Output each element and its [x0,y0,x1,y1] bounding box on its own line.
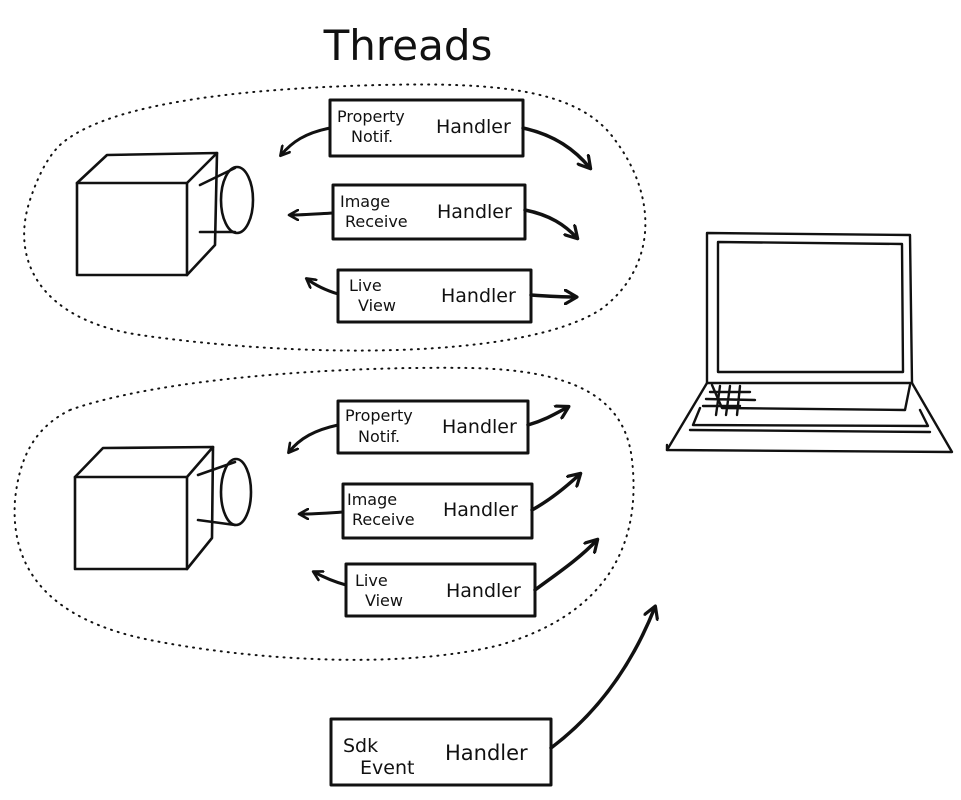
sdk-arrow-to-laptop [549,607,655,750]
handler-prefix-line1: Image [347,490,397,509]
handler-label: Handler [446,580,521,602]
handler-prefix-line2: Notif. [358,427,400,446]
handler-prefix-line2: View [358,296,396,315]
arrow-right [530,474,580,512]
handler-prefix-line1: Live [355,571,388,590]
camera-1-icon [75,151,255,277]
group-1-property-notif-handler: Property Notif. Handler [328,98,525,158]
handler-prefix-line1: Live [349,276,382,295]
arrow-left [314,572,348,587]
handler-label: Handler [437,201,512,223]
camera-2-icon [73,445,253,571]
diagram-title: Threads [323,21,493,70]
handler-prefix-line2: View [365,591,403,610]
group-1-live-view-handler: Live View Handler [336,268,533,324]
handler-prefix-line2: Event [360,757,414,779]
handler-label: Handler [441,285,516,307]
group-2-property-notif-handler: Property Notif. Handler [336,399,530,455]
group-1-image-receive-handler: Image Receive Handler [331,183,527,241]
arrow-left [290,213,335,215]
handler-label: Handler [445,741,528,765]
handler-prefix-line1: Property [345,406,413,425]
thread-group-1-boundary [23,83,647,352]
arrow-right [521,126,590,168]
arrow-right [526,407,568,427]
laptop-icon [665,231,954,454]
handler-prefix-line1: Sdk [343,735,378,757]
arrow-left [289,423,340,452]
sdk-event-handler: Sdk Event Handler [329,717,553,787]
handler-label: Handler [442,416,517,438]
arrow-left [307,279,340,296]
arrow-left [281,126,332,155]
arrow-left [300,512,345,514]
handler-prefix-line1: Image [340,192,390,211]
arrow-right [523,208,577,238]
arrow-right [529,295,576,297]
handler-prefix-line2: Receive [352,510,415,529]
thread-group-2-boundary [13,366,635,661]
group-2-image-receive-handler: Image Receive Handler [341,482,534,540]
arrow-right [533,540,597,592]
handler-label: Handler [436,116,511,138]
handler-label: Handler [443,499,518,521]
handler-prefix-line2: Notif. [351,127,393,146]
handler-prefix-line1: Property [337,107,405,126]
group-2-live-view-handler: Live View Handler [344,562,537,618]
handler-prefix-line2: Receive [345,212,408,231]
